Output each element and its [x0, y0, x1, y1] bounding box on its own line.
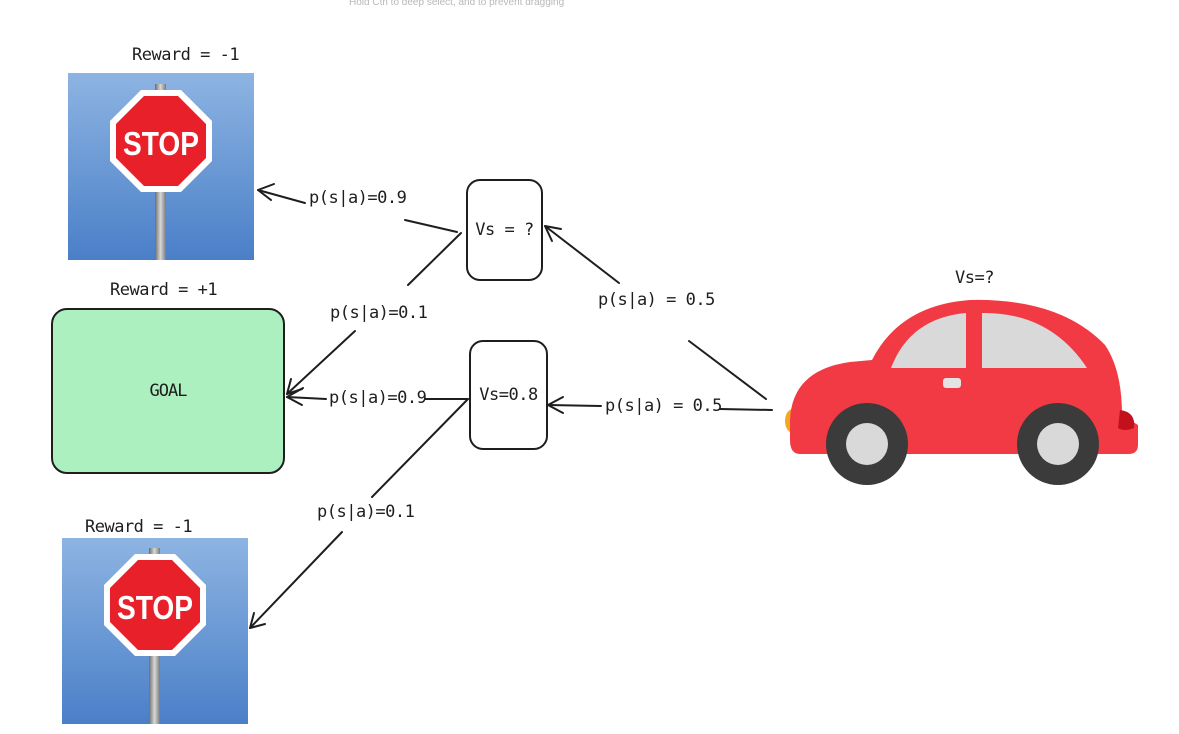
canvas-hint: Hold Ctrl to deep select, and to prevent… — [349, 0, 565, 8]
goal-label: GOAL — [149, 381, 188, 401]
state-box-upper[interactable]: Vs = ? — [466, 179, 543, 281]
car-image[interactable] — [785, 299, 1138, 485]
stop-sign-bottom-text: STOP — [117, 589, 193, 626]
car-state-label: Vs=? — [955, 268, 994, 288]
edge-label-lower-to-goal: p(s|a)=0.9 — [329, 388, 427, 408]
arrow-car-to-lower[interactable] — [547, 396, 773, 414]
arrow-lower-to-bottom-stop[interactable] — [249, 398, 469, 629]
goal-box[interactable]: GOAL — [51, 308, 285, 474]
edge-label-lower-to-bottom-stop: p(s|a)=0.1 — [317, 502, 415, 522]
stop-sign-bottom-image[interactable]: STOP — [62, 538, 248, 724]
reward-label-top: Reward = -1 — [132, 45, 240, 65]
stop-sign-top-image[interactable]: STOP — [68, 73, 254, 260]
state-lower-value: Vs=0.8 — [479, 385, 538, 405]
edge-label-car-to-upper: p(s|a) = 0.5 — [598, 290, 715, 310]
arrow-upper-to-top-stop[interactable] — [257, 183, 458, 233]
edge-label-upper-to-top-stop: p(s|a)=0.9 — [309, 188, 407, 208]
edge-label-upper-to-goal: p(s|a)=0.1 — [330, 303, 428, 323]
state-box-lower[interactable]: Vs=0.8 — [469, 340, 548, 450]
arrow-lower-to-goal[interactable] — [286, 387, 469, 406]
stop-sign-top-text: STOP — [123, 125, 199, 162]
state-upper-value: Vs = ? — [475, 220, 534, 240]
reward-label-goal: Reward = +1 — [110, 280, 218, 300]
edge-label-car-to-lower: p(s|a) = 0.5 — [605, 396, 722, 416]
arrow-car-to-upper[interactable] — [544, 225, 767, 400]
reward-label-bottom: Reward = -1 — [85, 517, 193, 537]
